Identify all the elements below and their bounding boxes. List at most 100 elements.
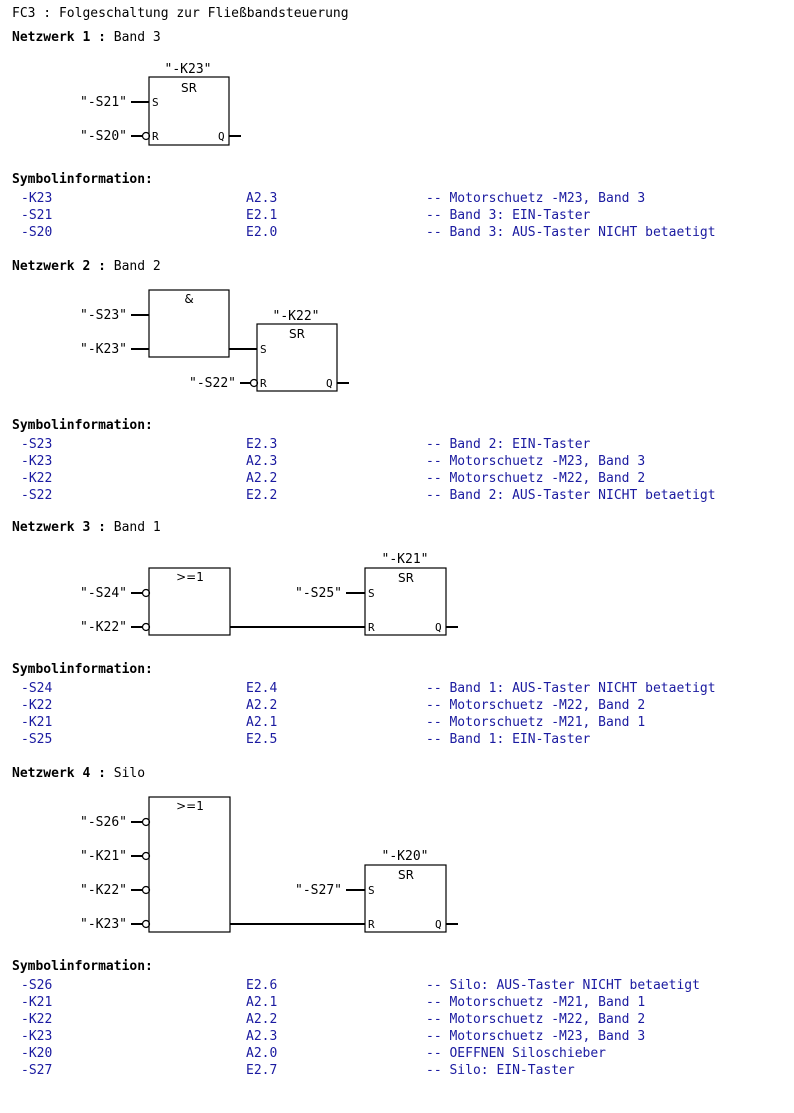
pin-q-label: Q <box>435 918 442 931</box>
sr-block-k21 <box>364 567 447 636</box>
negation-circle <box>141 817 151 827</box>
input-k21: "-K21" <box>80 849 127 864</box>
pin-r-label: R <box>260 377 267 390</box>
sym-address: E2.7 <box>246 1063 278 1078</box>
network-2-diagram: & "-K22" SR S R Q "-S23" "-K23" "-S22" <box>80 289 349 392</box>
sym-symbol: -K21 <box>21 995 53 1010</box>
or-type-label: >=1 <box>176 799 204 813</box>
pin-s-label: S <box>152 96 159 109</box>
and-type-label: & <box>184 292 193 306</box>
sym-address: A2.3 <box>246 1029 278 1044</box>
sym-symbol: -S22 <box>21 488 53 503</box>
network-3-header: Netzwerk 3 : Band 1 <box>12 520 161 535</box>
pin-r-label: R <box>368 621 375 634</box>
sym-symbol: -S27 <box>21 1063 53 1078</box>
sym-header-1: Symbolinformation: <box>12 172 153 187</box>
sr-type-label: SR <box>398 571 414 585</box>
sym-comment: -- Silo: EIN-Taster <box>426 1063 575 1078</box>
sym-comment: -- Motorschuetz -M22, Band 2 <box>426 698 646 713</box>
sym-address: E2.5 <box>246 732 278 747</box>
network-1-label: Netzwerk 1 <box>12 30 91 45</box>
pin-r-label: R <box>152 130 159 143</box>
negation-circle <box>141 622 151 632</box>
network-1-name: Band 3 <box>113 30 161 45</box>
sym-comment: -- Silo: AUS-Taster NICHT betaetigt <box>426 978 700 993</box>
sym-symbol: -K22 <box>21 1012 53 1027</box>
network-4-diagram: >=1 "-K20" SR S R Q "-S26" "-K21" "-K22"… <box>80 796 458 933</box>
sym-address: E2.4 <box>246 681 278 696</box>
sr-block-k20 <box>364 864 447 933</box>
network-2-name: Band 2 <box>113 259 161 274</box>
sym-address: A2.1 <box>246 995 278 1010</box>
sym-address: E2.1 <box>246 208 278 223</box>
network-1-sep: : <box>98 30 106 45</box>
input-s20: "-S20" <box>80 129 127 144</box>
negation-circle <box>249 378 259 388</box>
network-3-name: Band 1 <box>113 520 161 535</box>
sym-comment: -- Motorschuetz -M23, Band 3 <box>426 454 646 469</box>
sr-type-label: SR <box>398 868 414 882</box>
sym-address: A2.2 <box>246 471 278 486</box>
sr-block-k23 <box>148 76 230 146</box>
network-2-label: Netzwerk 2 <box>12 259 91 274</box>
pin-q-label: Q <box>218 130 225 143</box>
sym-comment: -- Motorschuetz -M23, Band 3 <box>426 1029 646 1044</box>
network-3-label: Netzwerk 3 <box>12 520 91 535</box>
sym-comment: -- Band 3: EIN-Taster <box>426 208 591 223</box>
sym-comment: -- Motorschuetz -M21, Band 1 <box>426 715 646 730</box>
negation-circle <box>141 919 151 929</box>
pin-r-label: R <box>368 918 375 931</box>
network-3-sep: : <box>98 520 106 535</box>
sr-name-k20: "-K20" <box>382 849 429 864</box>
sr-name-k21: "-K21" <box>382 552 429 567</box>
sym-comment: -- Motorschuetz -M22, Band 2 <box>426 471 646 486</box>
negation-circle <box>141 588 151 598</box>
sr-type-label: SR <box>181 81 197 95</box>
sym-symbol: -S26 <box>21 978 53 993</box>
sym-address: A2.3 <box>246 454 278 469</box>
network-4-header: Netzwerk 4 : Silo <box>12 766 145 781</box>
and-block <box>148 289 230 358</box>
sym-address: A2.1 <box>246 715 278 730</box>
sym-symbol: -K23 <box>21 1029 53 1044</box>
network-2-header: Netzwerk 2 : Band 2 <box>12 259 161 274</box>
sym-comment: -- Band 2: EIN-Taster <box>426 437 591 452</box>
network-4-name: Silo <box>113 766 146 781</box>
input-s26: "-S26" <box>80 815 127 830</box>
pin-q-label: Q <box>435 621 442 634</box>
sr-name-k23: "-K23" <box>165 62 212 77</box>
sym-address: A2.2 <box>246 1012 278 1027</box>
sym-symbol: -S20 <box>21 225 53 240</box>
sym-symbol: -S23 <box>21 437 53 452</box>
or-block <box>148 796 231 933</box>
sym-symbol: -S21 <box>21 208 53 223</box>
input-s21: "-S21" <box>80 95 127 110</box>
pin-s-label: S <box>260 343 267 356</box>
network-1-header: Netzwerk 1 : Band 3 <box>12 30 161 45</box>
pin-q-label: Q <box>326 377 333 390</box>
sr-block-k22 <box>256 323 338 392</box>
input-s25: "-S25" <box>295 586 342 601</box>
sym-address: A2.2 <box>246 698 278 713</box>
sym-header-4: Symbolinformation: <box>12 959 153 974</box>
network-4-label: Netzwerk 4 <box>12 766 91 781</box>
sym-symbol: -K23 <box>21 454 53 469</box>
sym-comment: -- Band 3: AUS-Taster NICHT betaetigt <box>426 225 716 240</box>
pin-s-label: S <box>368 587 375 600</box>
sym-symbol: -S24 <box>21 681 53 696</box>
sym-comment: -- Motorschuetz -M22, Band 2 <box>426 1012 646 1027</box>
negation-circle <box>141 885 151 895</box>
sr-type-label: SR <box>289 327 305 341</box>
sym-comment: -- Motorschuetz -M21, Band 1 <box>426 995 646 1010</box>
input-k22: "-K22" <box>80 883 127 898</box>
negation-circle <box>141 851 151 861</box>
sym-header-2: Symbolinformation: <box>12 418 153 433</box>
sym-address: A2.0 <box>246 1046 278 1061</box>
input-s23: "-S23" <box>80 308 127 323</box>
sym-comment: -- Band 2: AUS-Taster NICHT betaetigt <box>426 488 716 503</box>
network-3-diagram: >=1 "-K21" SR S R Q "-S24" "-K22" "-S25" <box>80 552 458 636</box>
sym-address: E2.2 <box>246 488 278 503</box>
sr-name-k22: "-K22" <box>273 309 320 324</box>
sym-symbol: -K21 <box>21 715 53 730</box>
page-title: FC3 : Folgeschaltung zur Fließbandsteuer… <box>12 6 349 21</box>
